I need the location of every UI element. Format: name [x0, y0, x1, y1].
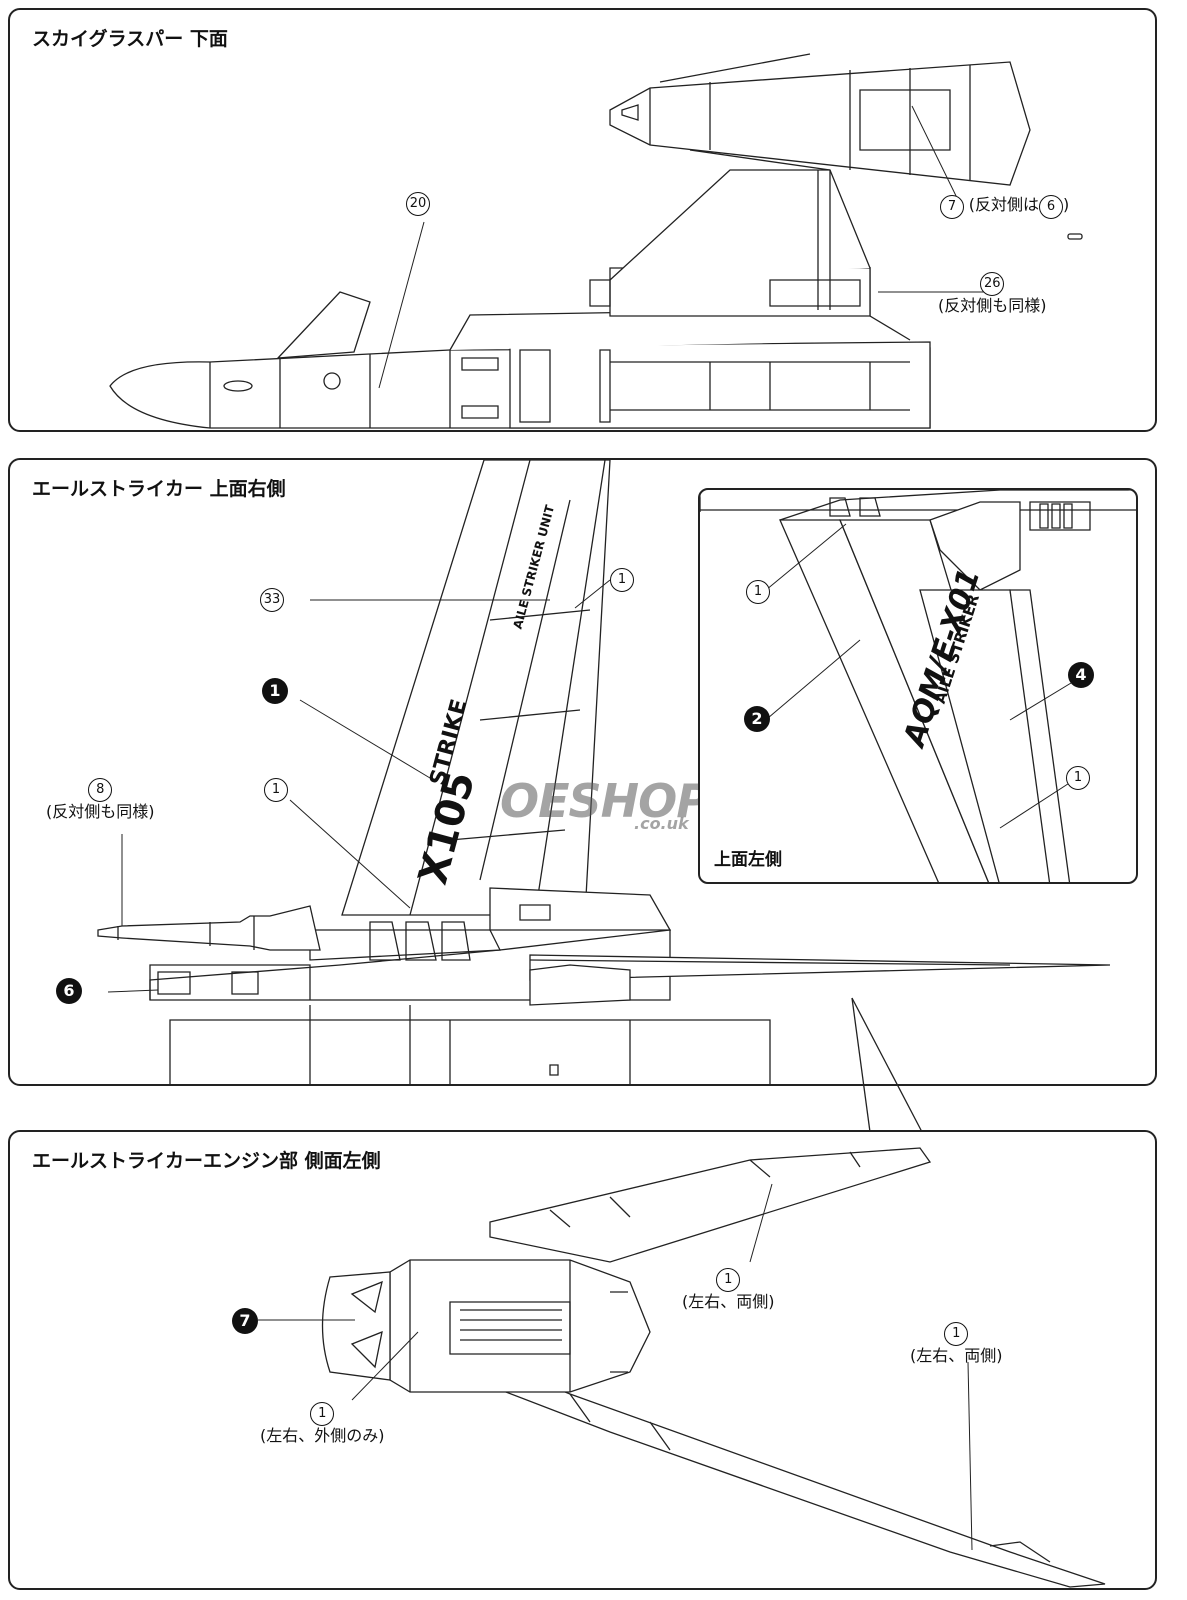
- callout-solid-6: 6: [56, 978, 82, 1004]
- callout-26: 26 (反対側も同様): [938, 272, 1047, 316]
- callout-1-engine: 1 (左右、外側のみ): [260, 1402, 385, 1446]
- callout-solid-2: 2: [744, 706, 770, 732]
- callout-1-wing: 1: [610, 568, 634, 592]
- panel-aile-striker-top-right: エールストライカー 上面右側 OESHOP .co.uk: [8, 458, 1157, 1086]
- panel-title: エールストライカーエンジン部 側面左側: [32, 1150, 381, 1172]
- panel-title: エールストライカー 上面右側: [32, 478, 286, 500]
- panel-skygrasper-underside: スカイグラスパー 下面 20 7 (: [8, 8, 1157, 432]
- aile-striker-line-art: [97, 460, 1111, 1084]
- callout-solid-1: 1: [262, 678, 288, 704]
- callout-1-inset-b: 1: [1066, 766, 1090, 790]
- callout-8: 8 (反対側も同様): [46, 778, 155, 822]
- callout-solid-4: 4: [1068, 662, 1094, 688]
- callout-1-body: 1: [264, 778, 288, 802]
- watermark-suffix: .co.uk: [634, 814, 689, 833]
- engine-line-art: [258, 1147, 1106, 1588]
- panel-title: スカイグラスパー 下面: [32, 28, 228, 50]
- inset-line-art: [700, 490, 1136, 882]
- callout-33: 33: [260, 588, 284, 612]
- callout-1-lower-boom: 1 (左右、両側): [910, 1322, 1003, 1366]
- inset-top-left-side: AQM/E-X01 AILE STRIKER 1 2 4 1 上面左側: [698, 488, 1138, 884]
- callout-1-upper-boom: 1 (左右、両側): [682, 1268, 775, 1312]
- watermark-logo: OESHOP: [500, 774, 710, 828]
- callout-solid-7: 7: [232, 1308, 258, 1334]
- panel-engine-side-left: エールストライカーエンジン部 側面左側 7 1 (左右、両側) 1 (左右、両側…: [8, 1130, 1157, 1590]
- callout-1-inset-a: 1: [746, 580, 770, 604]
- callout-20: 20: [406, 192, 430, 216]
- skygrasper-line-art: [109, 53, 1083, 429]
- inset-title: 上面左側: [714, 850, 782, 870]
